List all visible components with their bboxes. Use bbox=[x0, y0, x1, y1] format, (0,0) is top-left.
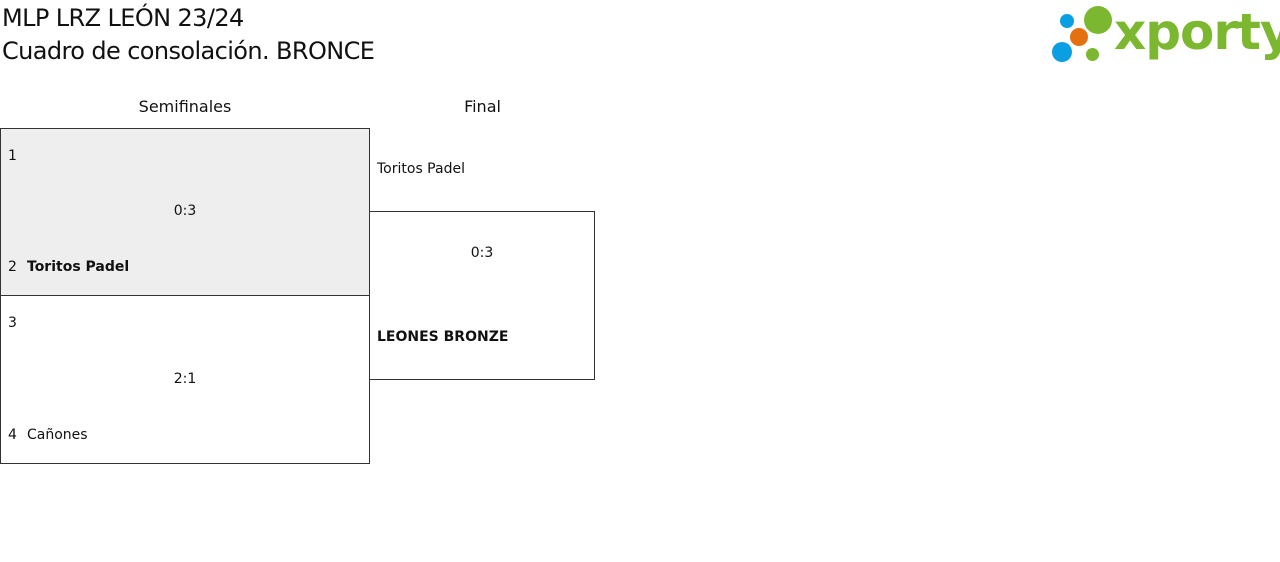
round-label-semifinals: Semifinales bbox=[138, 97, 232, 116]
match-score: 0:3 bbox=[470, 245, 494, 261]
final-team-bottom-winner: LEONES BRONZE bbox=[377, 329, 509, 345]
match-score: 2:1 bbox=[173, 371, 197, 387]
round-label-final: Final bbox=[464, 97, 501, 116]
page-subtitle: Cuadro de consolación. BRONCE bbox=[2, 37, 375, 65]
seed-number: 2 bbox=[8, 259, 17, 275]
logo-dot-blue-large-icon bbox=[1052, 42, 1072, 62]
final-team-top: Toritos Padel bbox=[377, 161, 465, 177]
logo-dot-green-small-icon bbox=[1086, 48, 1099, 61]
logo-text: xporty bbox=[1114, 3, 1280, 61]
logo-dot-green-large-icon bbox=[1084, 6, 1112, 34]
page-header: MLP LRZ LEÓN 23/24 Cuadro de consolación… bbox=[2, 2, 375, 68]
seed-number: 1 bbox=[8, 148, 17, 164]
xporty-logo[interactable]: xporty bbox=[1050, 3, 1280, 68]
team-name: Cañones bbox=[27, 427, 88, 443]
page-title: MLP LRZ LEÓN 23/24 bbox=[2, 4, 244, 32]
semifinal-match-2[interactable]: 3 2:1 4 Cañones bbox=[0, 295, 370, 464]
team-name-winner: Toritos Padel bbox=[27, 259, 130, 275]
logo-dot-blue-small-icon bbox=[1060, 14, 1074, 28]
seed-number: 4 bbox=[8, 427, 17, 443]
semifinal-match-1[interactable]: 1 0:3 2 Toritos Padel bbox=[0, 128, 370, 296]
match-score: 0:3 bbox=[173, 203, 197, 219]
final-match[interactable]: 0:3 bbox=[369, 211, 595, 380]
seed-number: 3 bbox=[8, 315, 17, 331]
logo-dot-orange-icon bbox=[1070, 28, 1088, 46]
